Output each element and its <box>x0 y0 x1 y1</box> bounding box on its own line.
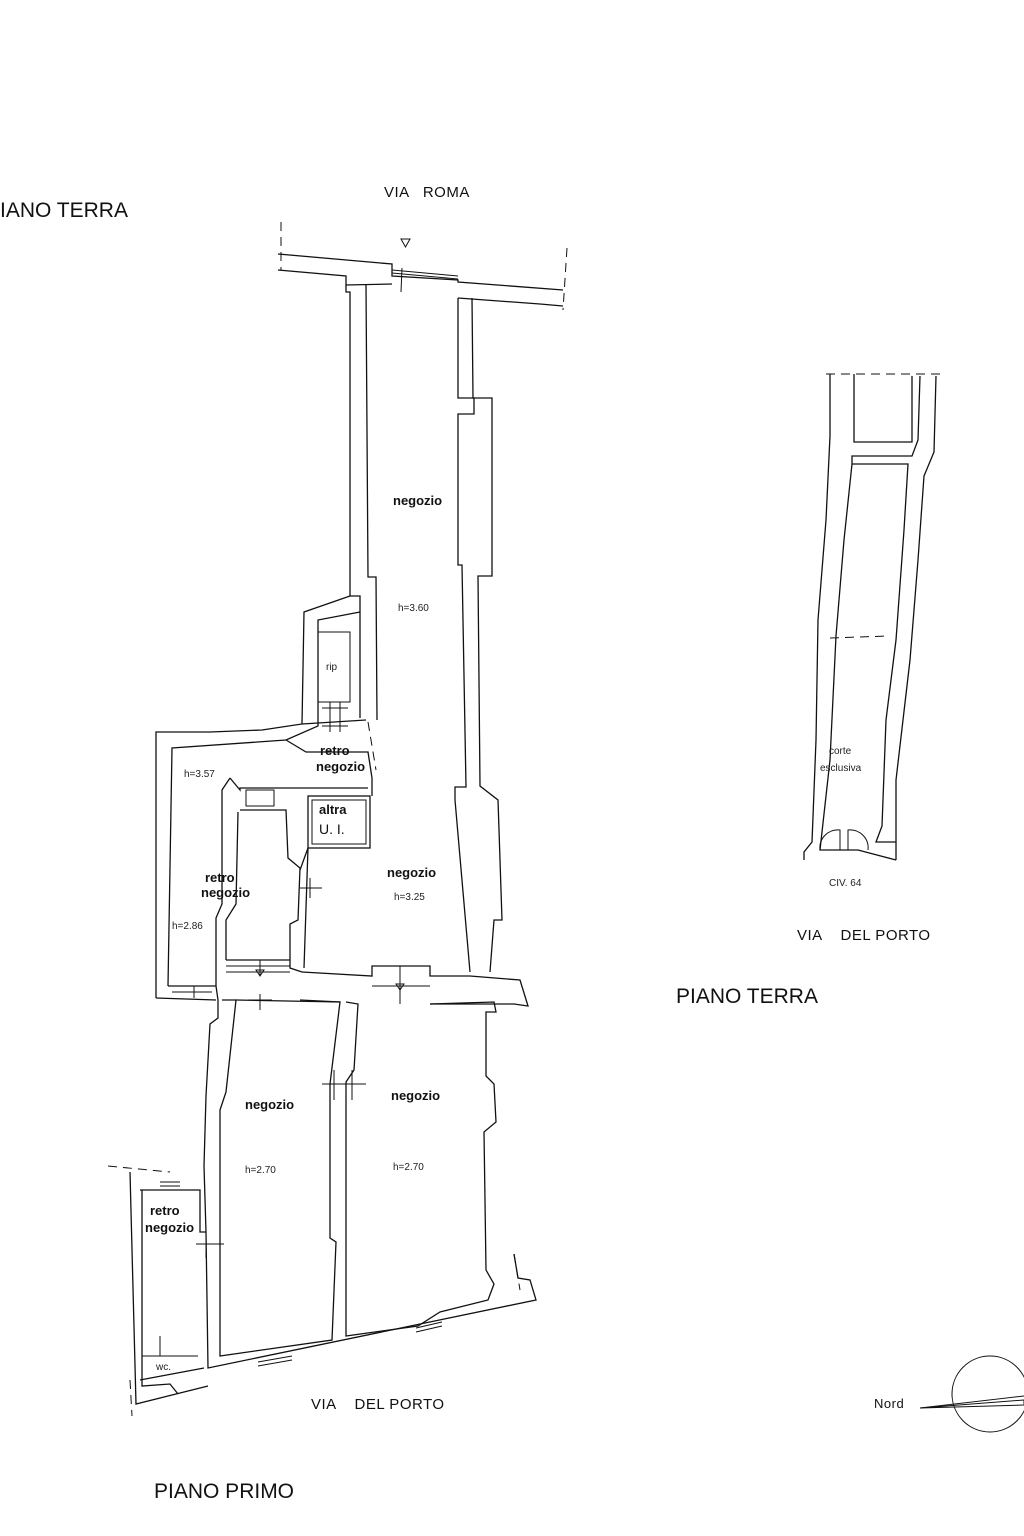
room-label-altra-line2: U. I. <box>319 821 345 837</box>
room-height-retro-negozio-left: h=2.86 <box>172 921 203 932</box>
room-label-rip: rip <box>326 662 338 673</box>
room-label-retro-negozio-bottom-line2: negozio <box>145 1220 194 1235</box>
room-label-altra-line1: altra <box>319 802 347 817</box>
courtyard-label-line2: esclusiva <box>820 763 862 774</box>
room-label-retro-negozio-left-line2: negozio <box>201 885 250 900</box>
north-compass-icon <box>919 1355 1024 1433</box>
middle-rooms-walls <box>155 777 529 1007</box>
floor-title-main: IANO TERRA <box>0 199 128 222</box>
street-label-via-del-porto-secondary: VIA DEL PORTO <box>797 927 931 944</box>
room-label-negozio-front: negozio <box>393 493 442 508</box>
courtyard-walls <box>803 373 940 861</box>
back-rooms-upper-walls <box>155 595 377 998</box>
room-label-wc: wc. <box>155 1362 171 1373</box>
courtyard-gate-icon <box>819 829 869 851</box>
street-label-via-del-porto: VIA DEL PORTO <box>311 1396 445 1413</box>
negozio-front-walls <box>345 284 503 973</box>
room-height-negozio-middle: h=3.25 <box>394 892 425 903</box>
room-label-retro-negozio-left-line1: retro <box>205 870 235 885</box>
street-label-via-roma: VIA ROMA <box>384 184 470 201</box>
room-height-negozio-front: h=3.60 <box>398 603 429 614</box>
via-roma-facade <box>277 222 568 311</box>
floor-title-upper: PIANO PRIMO <box>154 1480 294 1503</box>
lower-rooms-walls <box>203 985 537 1369</box>
room-label-retro-negozio-bottom-line1: retro <box>150 1203 180 1218</box>
room-label-negozio-lower-right: negozio <box>391 1088 440 1103</box>
room-label-negozio-middle: negozio <box>387 865 436 880</box>
room-label-retro-negozio-top-line1: retro <box>320 743 350 758</box>
room-height-negozio-lower-left: h=2.70 <box>245 1165 276 1176</box>
entrance-arrow-icon <box>400 238 411 249</box>
room-label-retro-negozio-top-line2: negozio <box>316 759 365 774</box>
floor-title-secondary: PIANO TERRA <box>676 985 818 1008</box>
compass-label: Nord <box>874 1396 904 1411</box>
courtyard-label-line1: corte <box>829 746 852 757</box>
room-height-left-wing: h=3.57 <box>184 769 215 780</box>
bottom-left-rooms-walls <box>107 1165 224 1417</box>
courtyard-civic-number: CIV. 64 <box>829 878 862 889</box>
room-height-negozio-lower-right: h=2.70 <box>393 1162 424 1173</box>
room-label-negozio-lower-left: negozio <box>245 1097 294 1112</box>
